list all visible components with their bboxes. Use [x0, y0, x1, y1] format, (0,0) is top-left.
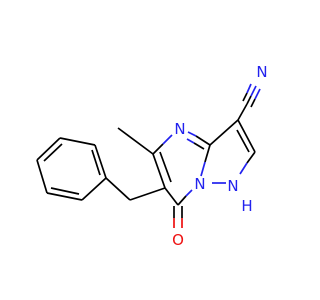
bond-c3a-c3	[209, 119, 239, 146]
bond-c3a-nbridge-n	[200, 161, 206, 177]
bond-c7-c6	[164, 187, 179, 206]
bond-ch2-c6	[129, 187, 166, 201]
bond-ph6-ph1-inner	[91, 149, 101, 176]
atom-n-ring-top: N	[174, 120, 185, 138]
bond-ph1-ph2	[59, 137, 96, 146]
atom-labels: N N N N H O	[172, 63, 268, 249]
atom-h-pyrazole: H	[241, 197, 252, 215]
nitrile-group	[237, 83, 261, 121]
bond-ph3-ph4	[36, 159, 48, 194]
atom-o-carbonyl: O	[172, 231, 184, 249]
bond-ph2-ph3-inner	[43, 143, 63, 162]
bond-c3-cn	[237, 103, 248, 121]
bond-c2-n1-n	[239, 162, 248, 175]
bond-cn-triple-2	[242, 92, 248, 102]
bond-nbridge-c7-n	[185, 189, 193, 197]
bond-ph2-ph3	[36, 137, 61, 161]
pyrimidinone-ring	[117, 127, 211, 228]
bond-n4-c3a	[195, 135, 211, 146]
bond-c3-c2	[237, 119, 256, 153]
bond-c5-n4-n	[162, 134, 173, 145]
bond-n4-c3a-n	[187, 131, 197, 137]
atom-n-nitrile: N	[256, 63, 267, 81]
bond-c3-c2-inner	[236, 129, 250, 153]
bond-nbridge-c7	[177, 195, 187, 206]
bond-ph6-ch2	[105, 177, 131, 201]
bond-c2-n1	[246, 151, 256, 164]
bond-c3a-nbridge	[204, 144, 211, 163]
bond-ph4-ph5-inner	[50, 187, 80, 195]
bond-ph6-ph1	[94, 144, 107, 179]
bond-ph5-ph6	[81, 177, 107, 201]
bond-cn-triple-1-n	[250, 85, 257, 97]
bond-c5-methyl	[117, 127, 154, 155]
benzene-ring	[36, 137, 107, 201]
bond-c5-n4	[152, 143, 164, 155]
bond-n4-c3a-inner-n	[186, 138, 195, 144]
bond-cn-triple-2-n	[246, 83, 252, 94]
benzyl-linker	[105, 177, 166, 201]
bond-cn-triple-3-n	[254, 88, 261, 100]
structure-canvas: N N N N H O	[36, 63, 268, 249]
bond-cn-triple-1	[246, 95, 252, 105]
atom-n-bridge: N	[194, 175, 205, 193]
molecule-diagram: N N N N H O	[36, 63, 268, 249]
bond-c6-c5-inner	[159, 151, 172, 183]
pyrazole-ring	[209, 119, 256, 184]
bond-ph4-ph5	[46, 192, 83, 201]
bond-n4-c3a-inner	[193, 142, 205, 150]
bond-cn-triple-3	[250, 98, 256, 108]
bond-c6-c5	[152, 153, 166, 189]
atom-n-pyrazole: N	[227, 177, 238, 195]
